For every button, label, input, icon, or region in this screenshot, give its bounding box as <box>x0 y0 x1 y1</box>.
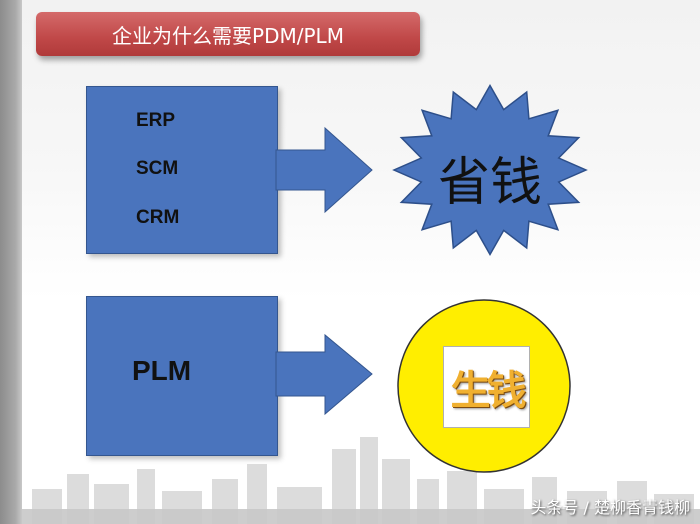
left-gray-strip <box>0 0 22 524</box>
starburst-shape <box>392 83 588 257</box>
top-systems-box <box>86 86 278 254</box>
coin-label-box: 生钱 <box>443 346 530 428</box>
title-banner: 企业为什么需要PDM/PLM <box>36 12 420 56</box>
watermark-text: 头条号 / 楚柳香青钱柳 <box>530 498 690 517</box>
label-scm: SCM <box>136 158 179 179</box>
bottom-plm-box <box>86 296 278 456</box>
city-skyline-decoration <box>22 437 700 524</box>
label-crm: CRM <box>136 207 180 228</box>
bottom-arrow <box>275 333 373 416</box>
result-make-money: 生钱 <box>450 367 527 414</box>
result-save-money: 省钱 <box>437 153 542 213</box>
top-arrow <box>275 126 373 214</box>
label-plm: PLM <box>132 355 192 386</box>
page-title: 企业为什么需要PDM/PLM <box>112 23 344 48</box>
label-erp: ERP <box>136 110 176 131</box>
